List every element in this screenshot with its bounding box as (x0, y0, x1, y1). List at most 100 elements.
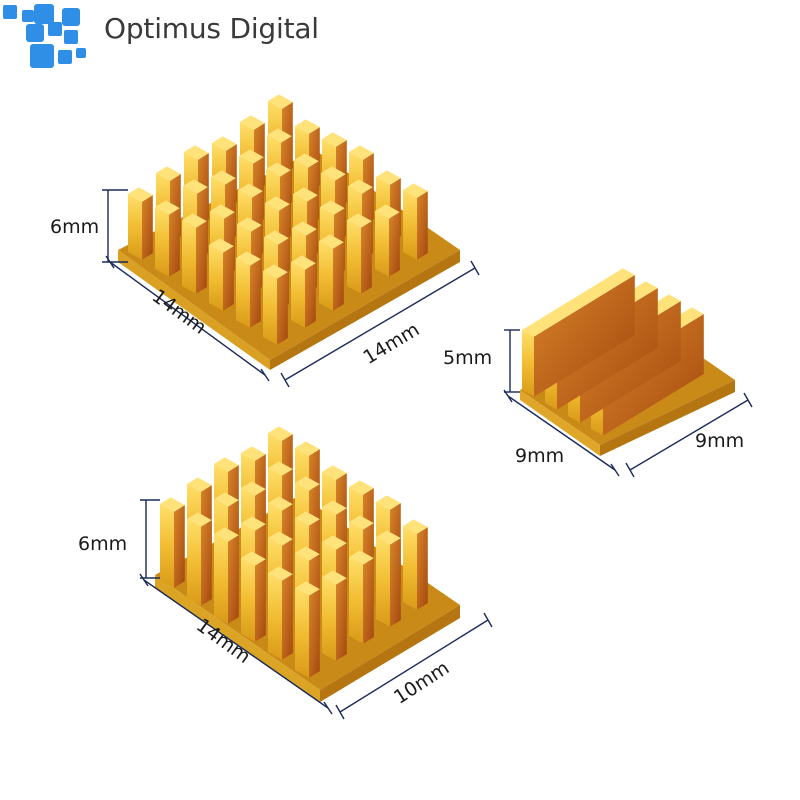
heatsink-fin-side (277, 272, 288, 345)
heatsink-fin (155, 207, 169, 277)
heatsink-fin-top (236, 251, 261, 266)
heatsink-fin-top (265, 196, 290, 211)
pixel-squares-logo-icon (3, 4, 86, 68)
heatsink-fin-top (375, 204, 400, 219)
heatsink-fin-top (376, 530, 401, 545)
heatsink-fin-top (320, 200, 345, 215)
heatsink-fin-top (268, 566, 293, 581)
heatsink-fin-top (237, 217, 262, 232)
heatsink-fin-top (209, 238, 234, 253)
heatsink-fin-side (223, 246, 234, 311)
heatsink-fin-top (295, 119, 320, 134)
heatsink-fin-top (295, 441, 320, 456)
heatsink-fin-top (128, 187, 153, 202)
heatsink-fin-top (322, 500, 347, 515)
heatsink-fin-top (240, 115, 265, 130)
heatsink-fin-top (241, 551, 266, 566)
heatsink-fin-side (417, 527, 428, 610)
heatsink-fin-top (184, 145, 209, 160)
heatsink-fin-top (268, 426, 293, 441)
heatsink-fin (403, 526, 417, 610)
heatsink-fin-top (155, 200, 180, 215)
heatsink-fin-side (201, 520, 212, 606)
small-height-label: 5mm (443, 347, 492, 369)
heatsink-fin-side (142, 195, 153, 260)
heatsink-fin-top (349, 550, 374, 565)
heatsink-fin (349, 557, 363, 644)
heatsink-fin-side (309, 589, 320, 678)
heatsink-fin-top (267, 128, 292, 143)
heatsink-fin-side (169, 208, 180, 277)
heatsink-fin-side (534, 275, 635, 397)
small-heatsink (520, 268, 735, 456)
heatsink-fin-top (322, 465, 347, 480)
heatsink-fin-top (348, 179, 373, 194)
heatsink-fin-top (376, 495, 401, 510)
heatsink-fin-top (182, 213, 207, 228)
heatsink-fin (376, 537, 390, 627)
heatsink-fin (319, 241, 333, 311)
heatsink-fin (187, 519, 201, 606)
heatsink-fin (236, 258, 250, 328)
heatsink-fin-side (228, 535, 239, 624)
heatsink-fin-side (255, 559, 266, 642)
heatsink-fin (182, 220, 196, 294)
heatsink-fin-top (295, 511, 320, 526)
heatsink-fin-top (187, 477, 212, 492)
heatsink-fin-side (196, 221, 207, 294)
heatsink-fin-top (293, 187, 318, 202)
brand-logo (3, 4, 86, 68)
heatsink-fin-top (238, 183, 263, 198)
heatsink-fin-top (294, 153, 319, 168)
heatsink-fin-top (268, 94, 293, 109)
heatsink-fin-top (268, 461, 293, 476)
heatsink-fin-side (390, 538, 401, 627)
heatsink-fin-top (183, 179, 208, 194)
heatsink-fin-top (322, 570, 347, 585)
heatsink-fin-top (322, 535, 347, 550)
heatsink-fin-side (389, 212, 400, 277)
heatsink-fin (375, 211, 389, 277)
heatsink-fin-top (319, 234, 344, 249)
heatsink-fin-top (291, 255, 316, 270)
heatsink-fin (263, 271, 277, 345)
heatsink-fin-top (349, 480, 374, 495)
heatsink-fin-side (333, 242, 344, 311)
heatsink-fin (403, 190, 417, 260)
heatsink-fin-side (417, 191, 428, 260)
heatsink-fin (128, 194, 142, 260)
heatsink-fin-top (403, 183, 428, 198)
heatsink-fin-top (268, 531, 293, 546)
heatsink-fin-top (156, 166, 181, 181)
small-width-label: 9mm (515, 445, 564, 467)
heatsink-fin-top (292, 221, 317, 236)
heatsink-fin (241, 558, 255, 642)
heatsink-fin-side (336, 578, 347, 661)
heatsink-fin (291, 262, 305, 328)
heatsink-fin (322, 577, 336, 661)
medium-depth-label: 10mm (390, 657, 453, 709)
heatsink-fin-side (174, 505, 185, 588)
heatsink-fin-top (239, 149, 264, 164)
heatsink-fin-top (264, 230, 289, 245)
heatsink-fin-top (214, 492, 239, 507)
heatsink-fin-top (347, 213, 372, 228)
heatsink-fin-top (349, 145, 374, 160)
heatsink-fin-top (268, 496, 293, 511)
heatsink-fin-top (212, 136, 237, 151)
heatsink-fin (214, 534, 228, 624)
small-depth-label: 9mm (695, 430, 744, 452)
heatsink-fin-top (322, 132, 347, 147)
heatsink-fin (295, 588, 309, 678)
large-height-label: 6mm (50, 216, 99, 238)
heatsink-fin (160, 504, 174, 588)
heatsink-fin-top (210, 204, 235, 219)
heatsink-fin-top (349, 515, 374, 530)
heatsink-fin-top (214, 457, 239, 472)
heatsink-fin-top (295, 581, 320, 596)
brand-name: Optimus Digital (104, 12, 319, 45)
heatsink-fin-side (361, 221, 372, 294)
heatsink-fin-top (522, 268, 635, 337)
heatsink-fin-side (250, 259, 261, 328)
